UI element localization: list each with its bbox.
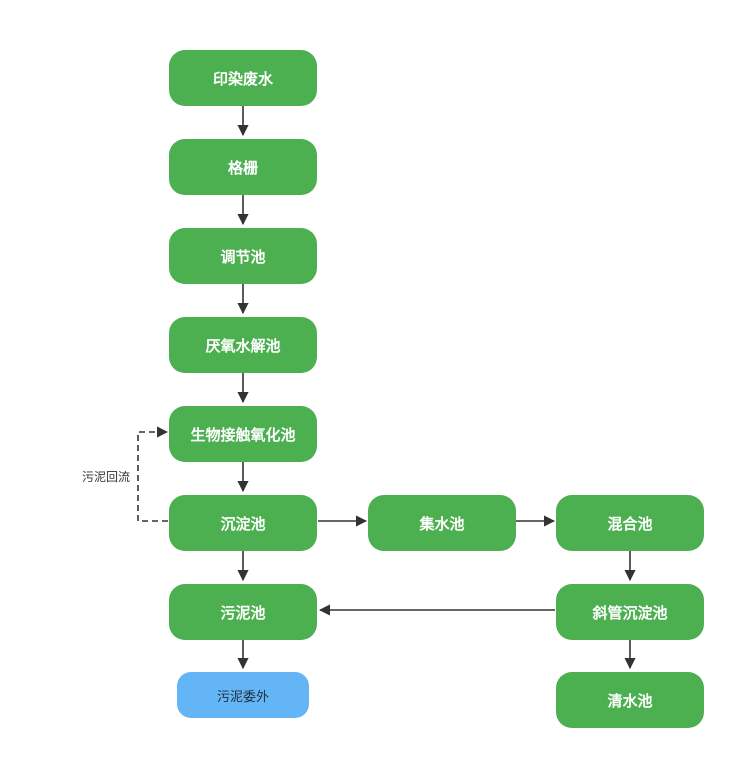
edge-sludge-return bbox=[137, 426, 169, 522]
node-sedimentation-tank: 沉淀池 bbox=[169, 495, 317, 551]
node-screen: 格栅 bbox=[169, 139, 317, 195]
node-sludge-outsource: 污泥委外 bbox=[177, 672, 309, 718]
node-mixing-tank: 混合池 bbox=[556, 495, 704, 551]
node-hydrolysis-tank: 厌氧水解池 bbox=[169, 317, 317, 373]
node-clear-water-tank: 清水池 bbox=[556, 672, 704, 728]
node-wastewater: 印染废水 bbox=[169, 50, 317, 106]
node-equalization-tank: 调节池 bbox=[169, 228, 317, 284]
sludge-return-label: 污泥回流 bbox=[82, 470, 131, 484]
node-inclined-tube-settler: 斜管沉淀池 bbox=[556, 584, 704, 640]
node-sludge-tank: 污泥池 bbox=[169, 584, 317, 640]
node-contact-oxidation-tank: 生物接触氧化池 bbox=[169, 406, 317, 462]
node-collection-tank: 集水池 bbox=[368, 495, 516, 551]
